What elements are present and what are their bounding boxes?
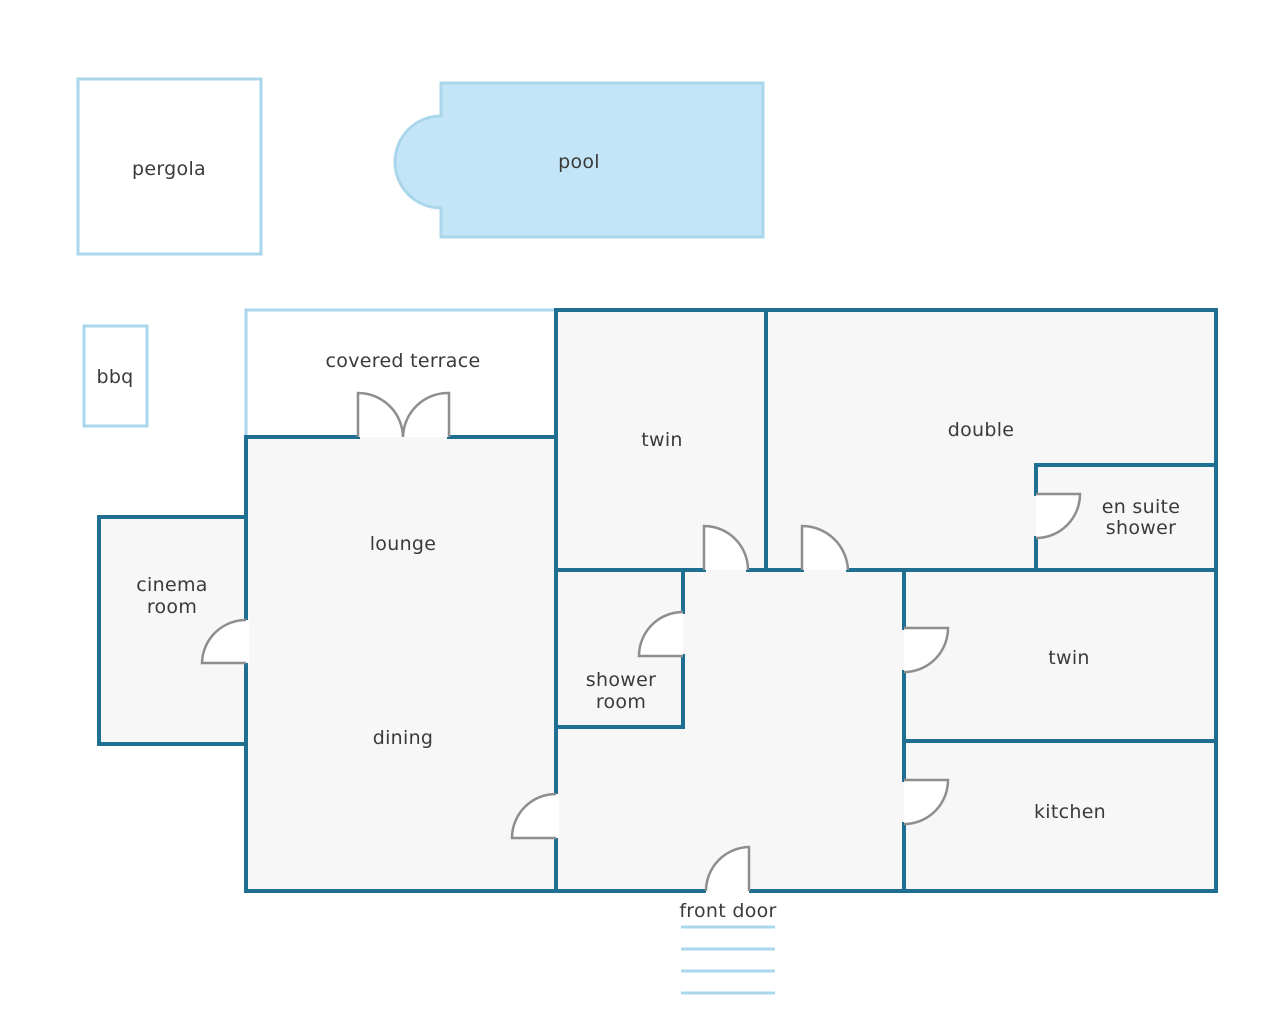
twin-north-label: twin xyxy=(641,429,683,451)
kitchen-door[interactable] xyxy=(903,778,950,826)
twin-east-label: twin xyxy=(1048,647,1090,669)
lounge-label: lounge xyxy=(370,533,437,555)
shower-room-label-line1: shower xyxy=(586,669,656,691)
pool-label: pool xyxy=(558,151,600,173)
twin-east-door[interactable] xyxy=(903,626,950,674)
terrace-door-left[interactable] xyxy=(356,391,405,438)
kitchen-label: kitchen xyxy=(1034,801,1106,823)
walls xyxy=(97,308,1218,893)
pool-area xyxy=(393,81,765,239)
cinema-room-label-line1: cinema xyxy=(136,574,207,596)
dining-label: dining xyxy=(373,727,434,749)
dining-door[interactable] xyxy=(510,792,557,840)
double-door[interactable] xyxy=(800,524,850,571)
shower-room-label-line2: room xyxy=(596,691,646,713)
cinema-door[interactable] xyxy=(200,618,247,665)
double-label: double xyxy=(948,419,1015,441)
en-suite-label-line1: en suite xyxy=(1102,496,1181,518)
interior-floor xyxy=(246,437,556,891)
front-door-label: front door xyxy=(679,900,776,922)
bbq-area xyxy=(82,324,149,428)
front-door-leaf[interactable] xyxy=(704,845,751,892)
interior-floor xyxy=(556,310,1216,891)
pergola-area xyxy=(76,77,263,256)
front-steps xyxy=(681,925,775,995)
covered-terrace-label: covered terrace xyxy=(326,350,481,372)
en-suite-label-line2: shower xyxy=(1106,517,1176,539)
en-suite-door[interactable] xyxy=(1035,492,1082,540)
pergola-label: pergola xyxy=(132,158,206,180)
twin-north-door[interactable] xyxy=(702,524,750,571)
covered-terrace-area xyxy=(244,308,558,439)
doors[interactable] xyxy=(200,391,1082,892)
terrace-door-right[interactable] xyxy=(401,391,451,438)
bbq-label: bbq xyxy=(96,366,133,388)
cinema-room-label-line2: room xyxy=(147,596,197,618)
shower-room-door[interactable] xyxy=(637,610,684,658)
